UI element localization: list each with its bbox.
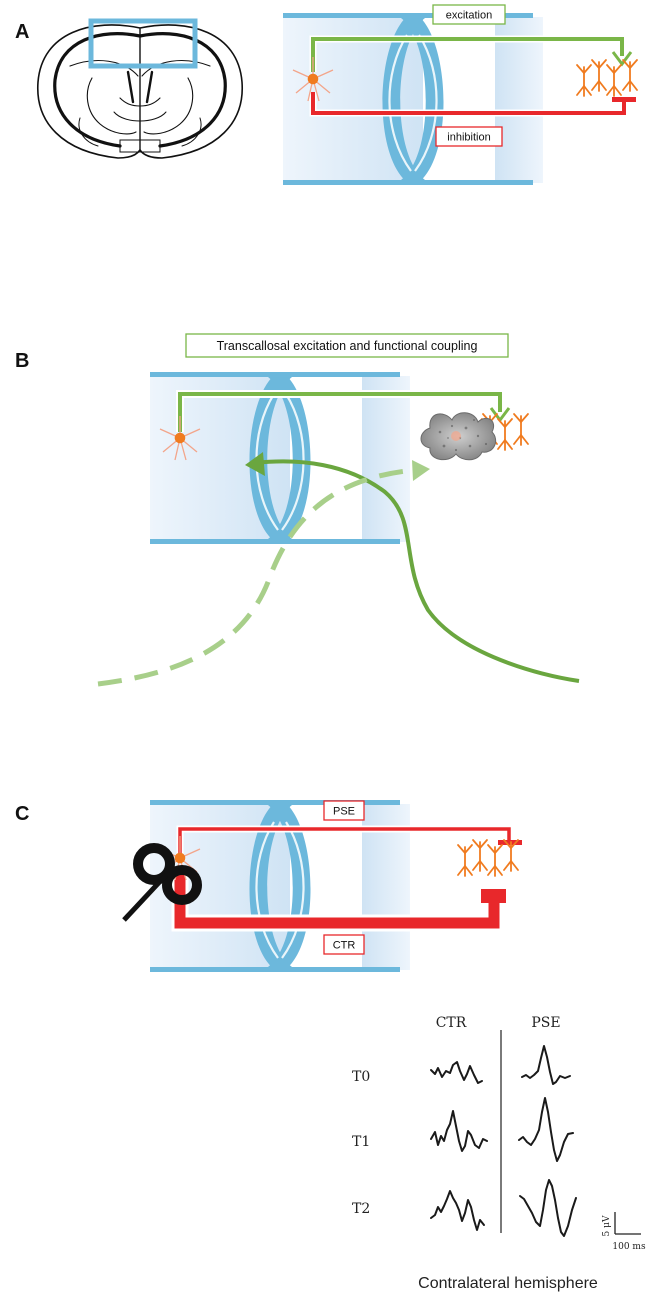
trace-t1-pse <box>518 1097 574 1162</box>
panel-b-letter: B <box>15 350 29 372</box>
excitation-label-box <box>432 4 506 25</box>
row-label-t0: T0 <box>352 1069 370 1085</box>
trace-t2-pse <box>519 1179 577 1237</box>
scale-amplitude-label: 5 μV <box>602 1215 612 1236</box>
panel-c-letter: C <box>15 803 29 825</box>
nerve-ligation-icon <box>122 843 202 922</box>
pse-terminal <box>498 840 522 845</box>
scale-time-label: 100 ms <box>612 1242 646 1252</box>
trace-t0-ctr <box>430 1061 483 1084</box>
inhibition-label-box <box>435 126 503 147</box>
scale-bar: 5 μV 100 ms <box>602 1212 646 1252</box>
inhibition-terminal <box>612 97 636 102</box>
row-label-t1: T1 <box>352 1134 370 1150</box>
excitation-label: excitation <box>446 10 492 22</box>
panel-a-letter: A <box>15 21 29 43</box>
coupling-label-box <box>185 333 509 358</box>
column-label-ctr: CTR <box>436 1015 467 1031</box>
tumor-mass <box>420 412 497 461</box>
panel-b: B Transcallosal excitation and functiona… <box>15 333 580 687</box>
weak-input-arrow <box>97 460 430 687</box>
row-label-t2: T2 <box>352 1201 370 1217</box>
region-of-interest-box <box>88 18 198 69</box>
ctr-label-box <box>323 934 365 955</box>
trace-t0-pse <box>521 1045 571 1085</box>
strong-input-arrow <box>245 452 580 683</box>
evoked-potential-recordings: CTR PSE T0 T1 T2 5 μ <box>352 1015 646 1292</box>
ctr-terminal <box>481 889 506 903</box>
coronal-brain-section <box>37 24 243 159</box>
pse-label-box <box>323 800 365 821</box>
target-pyramidal-neurons <box>458 840 518 876</box>
panel-c: C PSE CTR CTR PSE T0 T1 <box>15 798 646 1292</box>
panel-a: A excitation <box>15 4 637 187</box>
inhibition-pathway <box>309 92 636 117</box>
recordings-caption: Contralateral hemisphere <box>418 1275 598 1292</box>
inhibition-label: inhibition <box>447 132 490 144</box>
trace-t2-ctr <box>430 1190 485 1231</box>
coupling-label: Transcallosal excitation and functional … <box>217 339 478 353</box>
pse-label: PSE <box>333 806 355 818</box>
ctr-label: CTR <box>333 940 356 952</box>
column-label-pse: PSE <box>531 1015 560 1031</box>
excitation-pathway <box>309 35 633 72</box>
trace-t1-ctr <box>430 1110 488 1152</box>
target-pyramidal-neurons <box>577 60 637 96</box>
